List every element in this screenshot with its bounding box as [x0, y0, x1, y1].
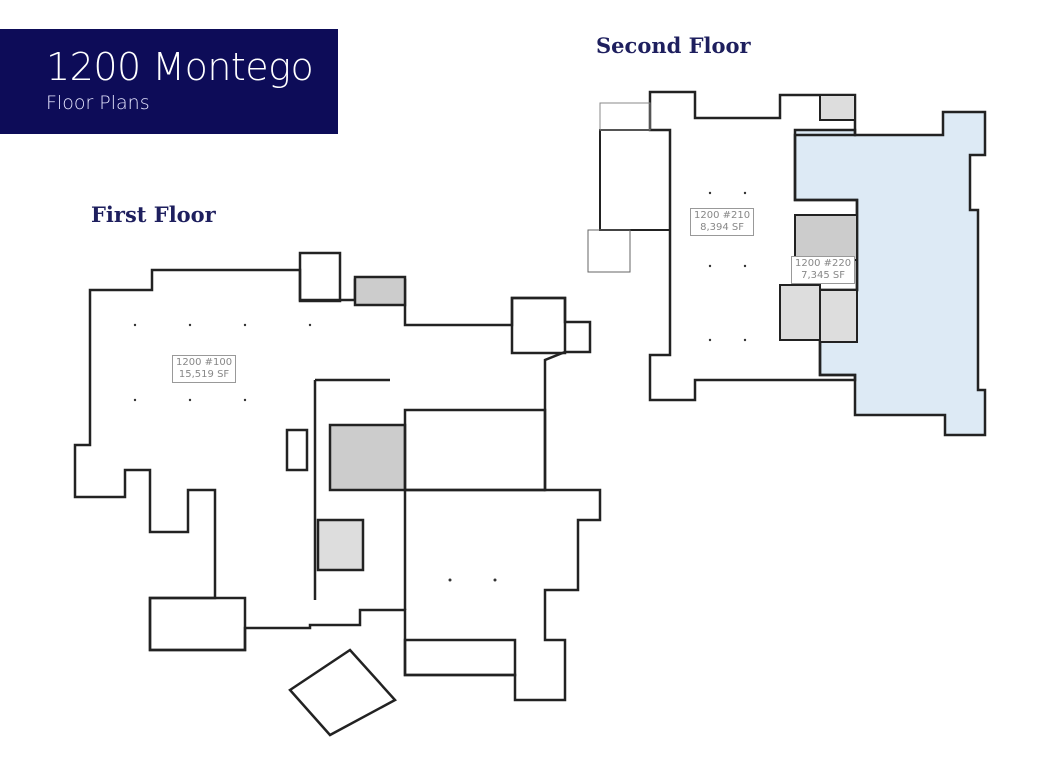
second-floor-plan [587, 90, 987, 437]
stair [779, 284, 821, 341]
entry-stair [288, 648, 397, 737]
suite-number: 1200 #210 [694, 210, 751, 221]
suite-area: 8,394 SF [700, 222, 744, 233]
suite-area: 15,519 SF [178, 369, 230, 380]
elevator [819, 289, 858, 343]
first-floor-outline [73, 268, 602, 702]
room [298, 251, 342, 303]
stair [819, 94, 856, 121]
suite-area: 7,345 SF [801, 270, 845, 281]
room [403, 408, 547, 492]
room [510, 296, 567, 355]
building-title: 1200 Montego [46, 45, 314, 89]
suite-number: 1200 #220 [795, 258, 852, 269]
first-floor-title: First Floor [91, 202, 216, 227]
suite-210-label: 1200 #210 8,394 SF [690, 208, 755, 236]
room [285, 428, 309, 472]
restroom-core [328, 423, 407, 492]
suite-220-label: 1200 #220 7,345 SF [791, 256, 856, 284]
suite-number: 1200 #100 [176, 357, 233, 368]
stair [353, 275, 407, 307]
stair [316, 518, 365, 572]
title-banner: 1200 Montego Floor Plans [0, 29, 338, 134]
room [403, 638, 517, 677]
restroom-core [794, 214, 858, 261]
room [148, 596, 247, 652]
first-floor-plan [73, 251, 602, 737]
first-floor-columns [133, 323, 497, 582]
suite-100-label: 1200 #100 15,519 SF [172, 355, 237, 383]
second-floor-title: Second Floor [596, 33, 751, 58]
building-subtitle: Floor Plans [46, 92, 150, 114]
